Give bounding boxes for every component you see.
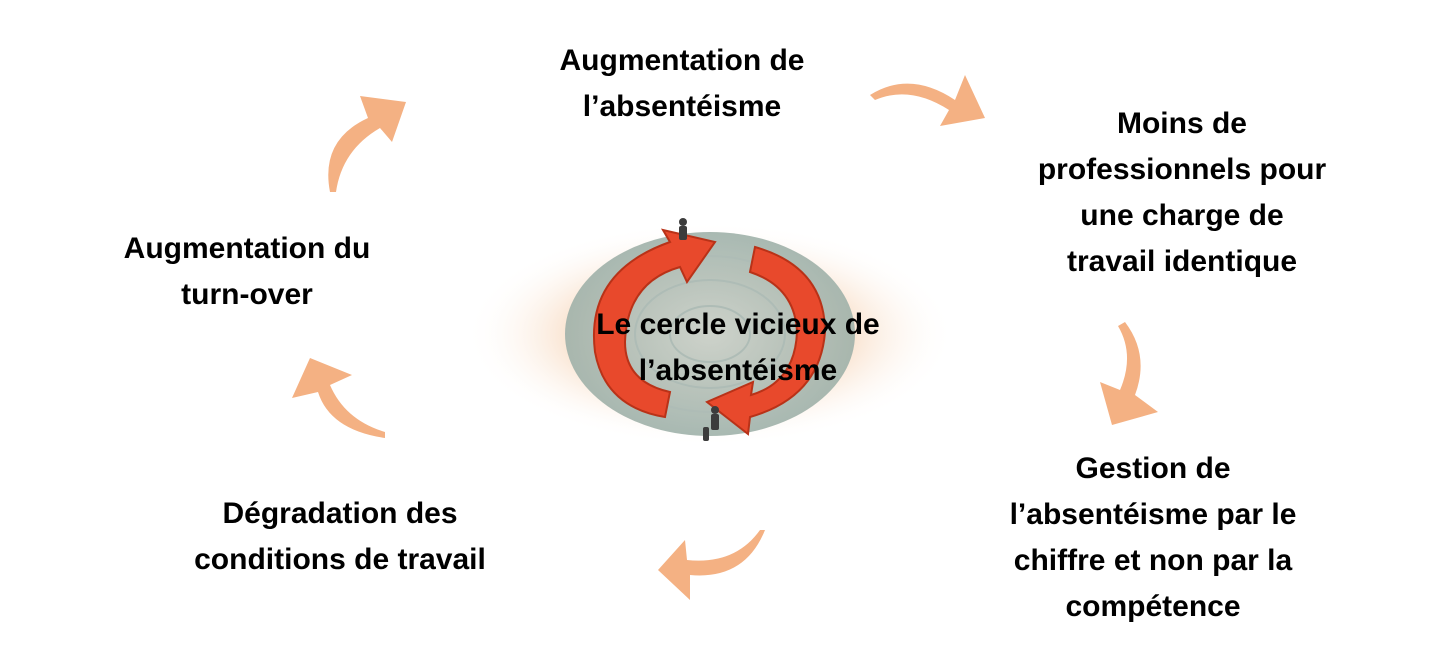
node-line: l’absentéisme (582, 90, 782, 123)
center-title: Le cercle vicieux de l’absentéisme (568, 302, 908, 394)
node-line: une charge de (1080, 199, 1284, 232)
node-line: Dégradation des (222, 497, 458, 530)
center-line: l’absentéisme (638, 354, 838, 387)
arrow-bottomleft-to-left (292, 358, 385, 438)
node-line: travail identique (1066, 245, 1298, 278)
node-line: professionnels pour (1037, 153, 1327, 186)
arrow-bottomright-to-bottomleft (658, 530, 765, 600)
node-fewer-professionals: Moins de professionnels pour une charge … (1012, 101, 1352, 285)
node-absenteeism-management: Gestion de l’absentéisme par le chiffre … (983, 446, 1323, 630)
arrow-top-to-right (870, 75, 985, 126)
red-cycle-arrow-right (705, 245, 827, 436)
red-cycle-arrow-left (593, 228, 717, 419)
arrow-left-to-top (328, 96, 406, 192)
node-line: compétence (1065, 590, 1241, 623)
center-line: Le cercle vicieux de (596, 308, 880, 341)
node-absenteeism-increase: Augmentation de l’absentéisme (512, 38, 852, 130)
node-working-conditions: Dégradation des conditions de travail (170, 491, 510, 583)
node-line: Moins de (1116, 107, 1247, 140)
node-line: turn-over (181, 278, 313, 311)
node-line: Augmentation du (123, 232, 371, 265)
figure-top-icon (679, 218, 687, 240)
node-line: l’absentéisme par le (1009, 498, 1297, 531)
node-line: Augmentation de (559, 44, 805, 77)
node-line: Gestion de (1075, 452, 1231, 485)
arrow-right-to-bottomright (1100, 322, 1158, 425)
node-turnover-increase: Augmentation du turn-over (92, 226, 402, 318)
node-line: conditions de travail (194, 543, 486, 576)
node-line: chiffre et non par la (1013, 544, 1293, 577)
vicious-circle-illustration (465, 218, 955, 446)
figure-bottom-icon (703, 406, 719, 441)
